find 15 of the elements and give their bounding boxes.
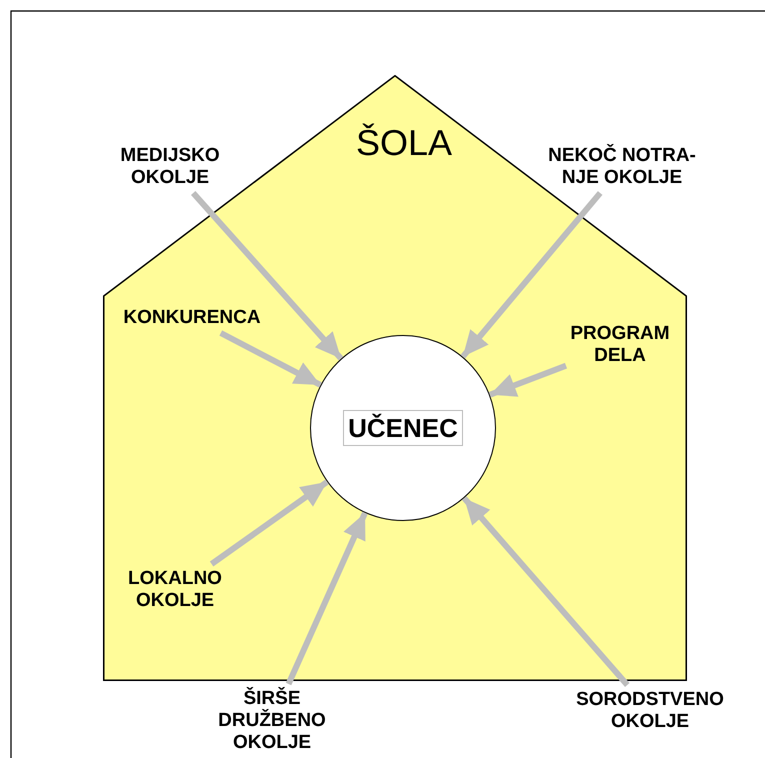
influence-label: PROGRAM DELA: [570, 323, 670, 367]
influence-label: NEKOČ NOTRA- NJE OKOLJE: [547, 145, 697, 189]
arrow: [286, 512, 368, 686]
influence-label: KONKURENCA: [122, 307, 262, 329]
arrow: [462, 496, 630, 687]
arrow: [210, 479, 329, 566]
arrow: [488, 362, 568, 398]
influence-label: MEDIJSKO OKOLJE: [119, 145, 221, 189]
school-heading: ŠOLA: [356, 122, 452, 163]
influence-label: LOKALNO OKOLJE: [127, 568, 223, 612]
influence-label: SORODSTVENO OKOLJE: [575, 689, 725, 733]
arrow: [219, 330, 322, 388]
student-label: UČENEC: [343, 410, 463, 446]
arrow: [460, 191, 602, 359]
influence-label: ŠIRŠE DRUŽBENO OKOLJE: [217, 688, 327, 754]
